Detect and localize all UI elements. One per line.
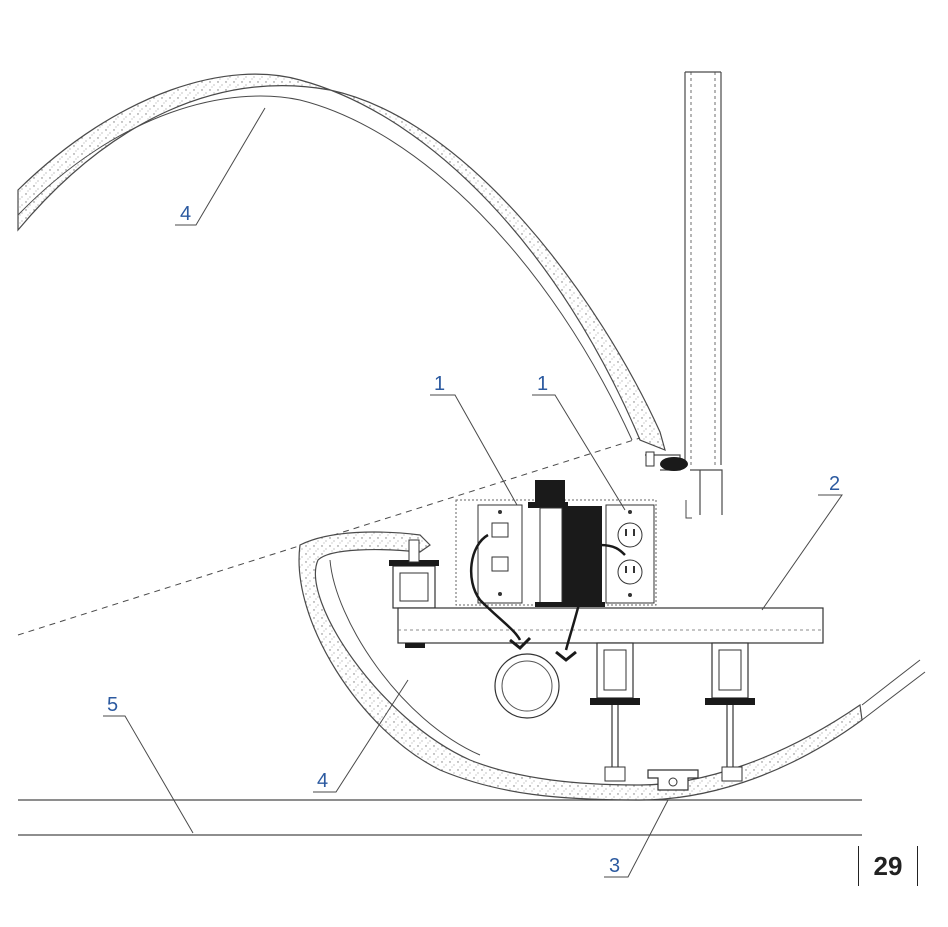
round-conduit: [494, 653, 560, 719]
data-jack-plate: [477, 504, 523, 604]
callout-4-upper: 4: [180, 203, 191, 225]
callout-3: 3: [609, 855, 620, 877]
upper-arch-shell: [17, 73, 666, 452]
hanger-bracket-left: [590, 642, 640, 770]
leader-lines: [103, 107, 843, 878]
cable-arrowheads: [509, 636, 577, 662]
hanger-bracket-right: [705, 642, 755, 770]
cable-bundle: [528, 480, 605, 607]
callout-1-right: 1: [537, 373, 548, 395]
cable-routes: [469, 533, 626, 651]
callout-5: 5: [107, 694, 118, 716]
page-number: 29: [858, 846, 918, 886]
upper-connector-clip: [645, 451, 723, 519]
callout-1-left: 1: [434, 373, 445, 395]
callout-4-lower: 4: [317, 770, 328, 792]
power-outlet-plate: [605, 504, 655, 604]
floor: [18, 799, 862, 836]
bottom-joint-connector: [604, 766, 743, 791]
vertical-wall-column: [684, 71, 722, 465]
callout-2: 2: [829, 473, 840, 495]
horizontal-tray-bar: [397, 607, 824, 648]
dashed-reference-line: [17, 437, 641, 636]
